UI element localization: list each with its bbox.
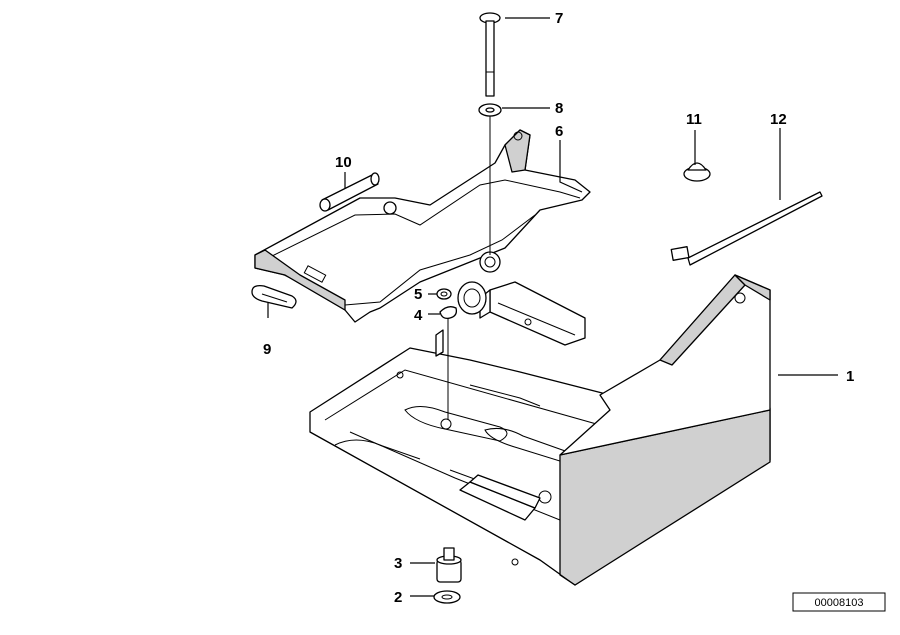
part-1-battery-tray	[309, 274, 771, 586]
part-3-rubber-mount	[436, 547, 462, 583]
callout-5: 5	[414, 286, 422, 303]
part-7-bolt	[479, 12, 501, 97]
callout-11: 11	[686, 111, 702, 128]
callout-3: 3	[394, 555, 402, 572]
part-10-cushion-tube	[319, 172, 380, 212]
part-8-washer	[478, 103, 502, 117]
callout-6: 6	[555, 123, 563, 140]
part-5-nut	[436, 288, 452, 300]
leader-lines	[267, 17, 838, 597]
callout-10: 10	[335, 154, 352, 171]
part-12-cable-tie	[670, 191, 823, 266]
part-9-grommet	[251, 284, 297, 309]
part-6-bracket	[254, 129, 591, 323]
callout-7: 7	[555, 10, 563, 27]
callout-1: 1	[846, 368, 854, 385]
callout-12: 12	[770, 111, 787, 128]
part-4-clip	[439, 306, 458, 320]
callout-8: 8	[555, 100, 563, 117]
tray-bushing	[457, 281, 487, 315]
callout-2: 2	[394, 589, 402, 606]
reference-code-box: 00008103	[792, 592, 886, 612]
callout-9: 9	[263, 341, 271, 358]
callout-4: 4	[414, 307, 423, 324]
reference-code: 00008103	[815, 597, 864, 609]
part-11-push-clip	[683, 162, 711, 182]
part-2-washer	[433, 590, 461, 604]
